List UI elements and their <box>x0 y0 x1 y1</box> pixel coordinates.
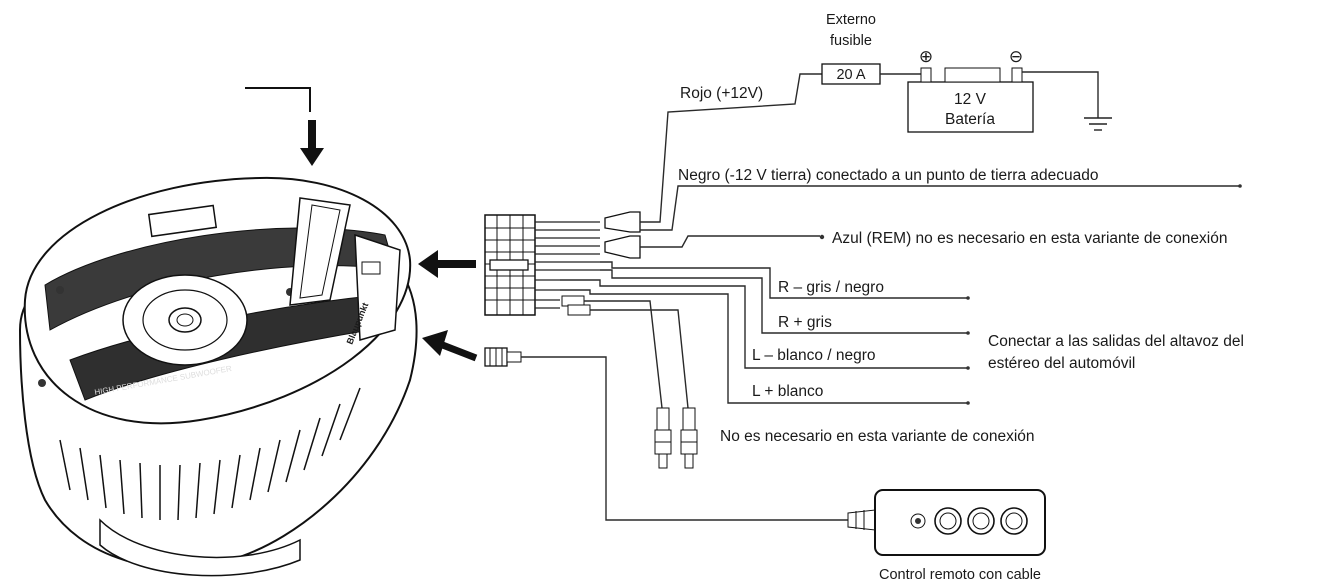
allen-key-icon <box>245 87 311 112</box>
r-plus-label: R + gris <box>778 314 832 331</box>
fuse-title-line2: fusible <box>830 33 872 49</box>
down-arrow-icon <box>300 120 324 166</box>
arrow-to-connector-icon <box>418 250 476 278</box>
battery-icon <box>907 67 1034 133</box>
rca-plug-left-icon <box>654 407 672 469</box>
arrow-to-remote-port-icon <box>422 330 478 362</box>
black-wire-label: Negro (-12 V tierra) conectado a un punt… <box>678 167 1098 184</box>
battery-plus-symbol: ⊕ <box>919 47 933 66</box>
remote-port-plug-icon <box>484 347 522 367</box>
l-minus-label: L – blanco / negro <box>752 347 876 364</box>
r-minus-label: R – gris / negro <box>778 279 884 296</box>
r-plus-wire <box>600 269 968 334</box>
rca-note: No es necesario en esta variante de cone… <box>720 428 1035 445</box>
l-plus-wire <box>560 289 968 404</box>
battery-minus-symbol: ⊖ <box>1009 47 1023 66</box>
battery-voltage: 12 V <box>954 91 987 108</box>
fuse-title-line1: Externo <box>826 12 876 28</box>
black-wire <box>640 185 1240 231</box>
l-plus-label: L + blanco <box>752 383 823 400</box>
fuse-rating: 20 A <box>836 67 865 83</box>
rca-plug-right-icon <box>680 407 698 469</box>
blue-wire-label: Azul (REM) no es necesario en esta varia… <box>832 230 1227 247</box>
red-wire-label: Rojo (+12V) <box>680 85 763 102</box>
remote-label: Control remoto con cable <box>879 567 1041 583</box>
wiring-harness-connector <box>484 211 641 316</box>
speaker-note-line2: estéreo del automóvil <box>988 355 1135 372</box>
speaker-note-line1: Conectar a las salidas del altavoz del <box>988 333 1244 350</box>
wired-remote-icon <box>847 489 1046 556</box>
ground-icon <box>1084 117 1112 131</box>
l-minus-wire <box>560 279 968 369</box>
battery-name: Batería <box>945 111 995 128</box>
r-minus-wire <box>600 261 968 299</box>
subwoofer-illustration: HIGH PERFORMANCE SUBWOOFER Blaupunkt <box>18 87 418 577</box>
remote-cable <box>521 356 848 521</box>
red-wire <box>640 73 822 223</box>
blue-wire <box>640 235 820 248</box>
